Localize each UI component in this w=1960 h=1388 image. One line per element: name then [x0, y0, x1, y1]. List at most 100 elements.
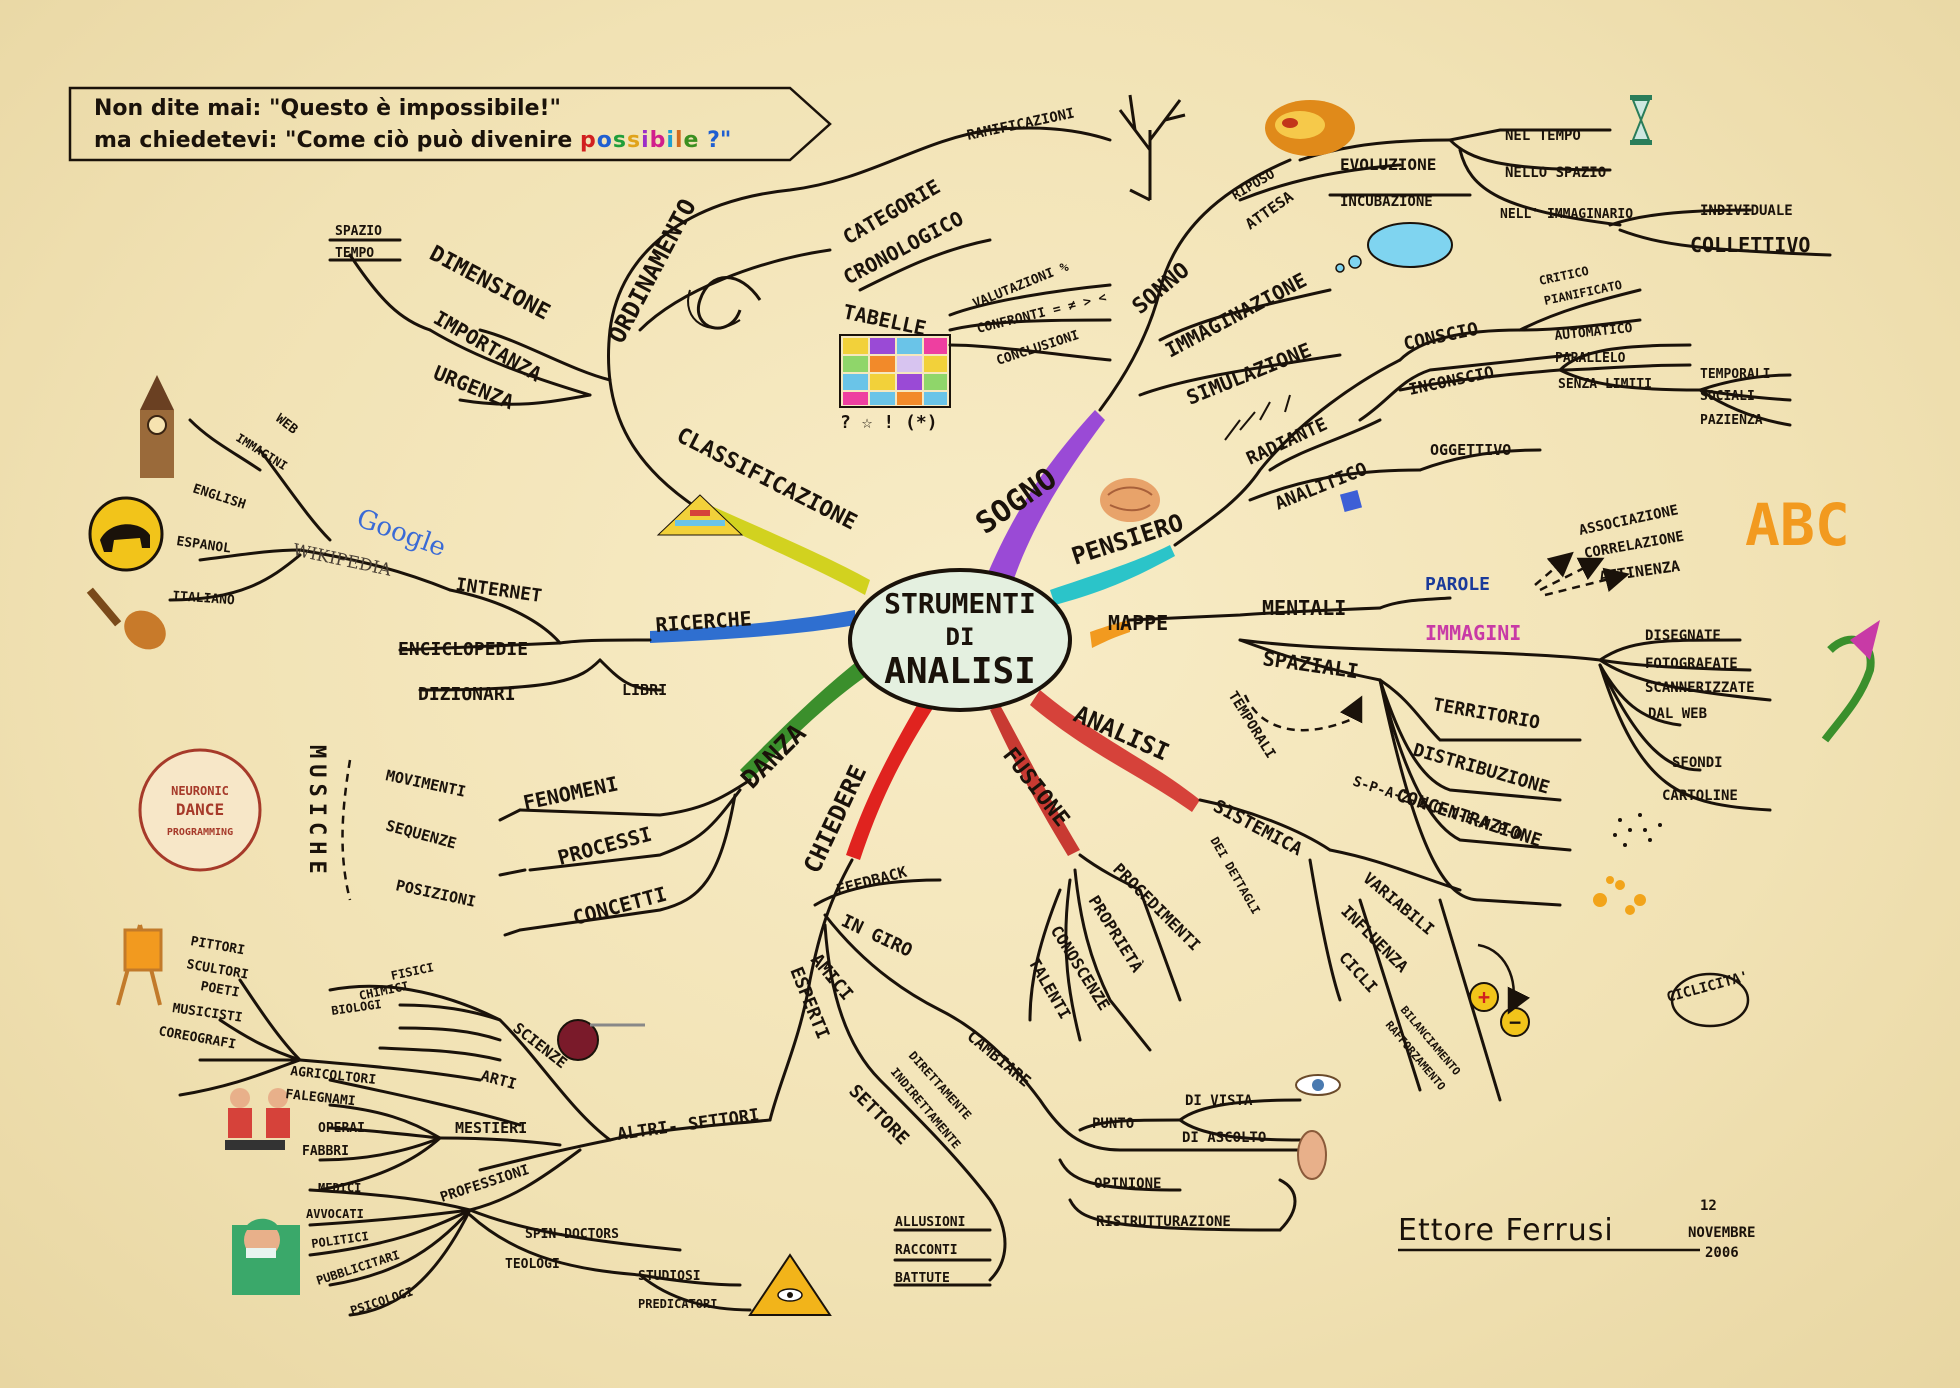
branch-sogno [985, 410, 1105, 590]
label-immagini-r: IMMAGINI [1425, 621, 1521, 645]
quote-line-2-end: ?" [707, 128, 732, 153]
label-web: WEB [273, 411, 301, 437]
branch-ricerche [650, 610, 855, 643]
bare-tree-icon [1118, 94, 1186, 202]
pyramid-icon [656, 494, 744, 536]
label-opinione: OPINIONE [1094, 1176, 1161, 1192]
signature-name: Ettore Ferrusi [1398, 1213, 1614, 1248]
label-spazio: SPAZIO [335, 224, 382, 239]
label-falegnami: FALEGNAMI [285, 1087, 357, 1109]
label-plus: + [1478, 985, 1490, 1009]
label-racconti: RACCONTI [895, 1243, 958, 1258]
label-internet: INTERNET [454, 574, 543, 607]
label-attinenza: ATTINENZA [1598, 557, 1681, 586]
label-scultori: SCULTORI [185, 957, 249, 983]
center-label-1: STRUMENTI [884, 587, 1036, 620]
possibile-letter: s [626, 128, 642, 153]
label-wikipedia: WIKIPEDIA [291, 540, 394, 581]
ear-icon [1297, 1130, 1327, 1180]
branch-classificazione [700, 503, 870, 595]
label-fusione: FUSIONE [997, 743, 1074, 831]
label-neuronic-1: NEURONIC [171, 784, 229, 798]
label-sequenze: SEQUENZE [384, 816, 458, 852]
possibile-letter: i [666, 128, 675, 153]
spiral-inner [687, 289, 741, 330]
quote-possibile-word: possibile [580, 128, 699, 153]
label-incubazione: INCUBAZIONE [1340, 194, 1433, 210]
dragon-butterfly-icon [1821, 620, 1880, 743]
label-sonno: SONNO [1128, 258, 1195, 320]
branch-lines [168, 126, 1832, 1317]
label-di-vista: DI VISTA [1185, 1093, 1253, 1109]
fiery-rock-icon [1265, 100, 1355, 156]
label-neuronic-3: PROGRAMMING [167, 827, 233, 838]
label-automatico: AUTOMATICO [1554, 321, 1634, 344]
hourglass-icon [1630, 95, 1652, 145]
label-dal-web: DAL WEB [1648, 706, 1707, 722]
label-oggettivo: OGGETTIVO [1430, 441, 1511, 459]
mandolin-icon [86, 587, 166, 650]
label-temporali: TEMPORALI [1225, 689, 1279, 762]
label-google: Google [353, 503, 450, 563]
label-disegnate: DISEGNATE [1645, 628, 1721, 644]
label-cartoline: CARTOLINE [1662, 788, 1738, 804]
label-predicatori: PREDICATORI [638, 1297, 717, 1311]
label-enciclopedie: ENCICLOPEDIE [398, 639, 528, 660]
flask-icon [557, 1019, 645, 1061]
label-ramificazioni: RAMIFICAZIONI [966, 105, 1077, 143]
quote-line-2: ma chiedetevi: "Come ciò può divenire po… [94, 128, 731, 153]
label-tabelle-symbols: ? ☆ ! (*) [840, 412, 938, 433]
plus-minus-icons [1469, 943, 1531, 1037]
label-in-giro: IN GIRO [838, 910, 916, 961]
label-spin-doctors: SPIN-DOCTORS [525, 1227, 619, 1242]
signature-month: NOVEMBRE [1688, 1225, 1755, 1241]
label-ristrutturazione: RISTRUTTURAZIONE [1096, 1214, 1231, 1230]
concentration-dots-icon [1593, 876, 1646, 915]
label-dei-dettagli: DEI DETTAGLI [1207, 835, 1262, 917]
branch-mappe [1090, 620, 1130, 648]
signature-day: 12 [1700, 1198, 1717, 1214]
label-operai: OPERAI [318, 1121, 365, 1136]
label-mestieri: MESTIERI [455, 1119, 527, 1137]
label-individuale: INDIVIDUALE [1700, 203, 1793, 219]
signature-year: 2006 [1705, 1245, 1739, 1261]
abc-icon: ABC [1745, 491, 1850, 559]
label-cambiare: CAMBIARE [963, 1027, 1034, 1091]
label-evoluzione: EVOLUZIONE [1340, 155, 1436, 174]
label-teologi: TEOLOGI [505, 1257, 560, 1272]
label-collettivo: COLLETTIVO [1690, 233, 1810, 257]
center-label-3: ANALISI [884, 651, 1036, 692]
label-nello-spazio: NELLO SPAZIO [1505, 165, 1606, 181]
branch-danza [740, 655, 875, 780]
label-parallelo: PARALLELO [1555, 351, 1626, 366]
brain-icon [1100, 478, 1160, 522]
label-spaziali: SPAZIALI [1261, 646, 1360, 683]
label-minus: − [1509, 1010, 1521, 1034]
scatter-dots-icon [1613, 813, 1662, 847]
thought-cloud-icon [1335, 222, 1453, 273]
label-mentali: MENTALI [1262, 596, 1346, 620]
label-danza: DANZA [736, 718, 813, 795]
label-simulazione: SIMULAZIONE [1183, 338, 1315, 410]
dashed-arrows [341, 551, 1630, 901]
label-sfondi: SFONDI [1672, 755, 1723, 771]
label-pazienza: PAZIENZA [1700, 413, 1763, 428]
label-critico: CRITICO [1538, 264, 1590, 288]
label-senza-limiti: SENZA LIMITI [1558, 377, 1652, 392]
label-nell-immaginario: NELL' IMMAGINARIO [1500, 207, 1633, 222]
label-conscio: CONSCIO [1402, 319, 1481, 355]
label-fenomeni: FENOMENI [521, 771, 620, 815]
label-espanol: ESPANOL [175, 534, 232, 557]
big-ben-icon [140, 375, 174, 478]
possibile-letter: i [641, 128, 650, 153]
label-parole: PAROLE [1425, 574, 1490, 595]
label-psicologi: PSICOLOGI [349, 1284, 415, 1317]
label-battute: BATTUTE [895, 1271, 950, 1286]
label-english: ENGLISH [191, 482, 248, 513]
easel-icon [116, 924, 163, 1006]
label-medici: MEDICI [318, 1181, 361, 1195]
possibile-letter: s [612, 128, 627, 153]
possibile-letter: b [649, 128, 667, 153]
